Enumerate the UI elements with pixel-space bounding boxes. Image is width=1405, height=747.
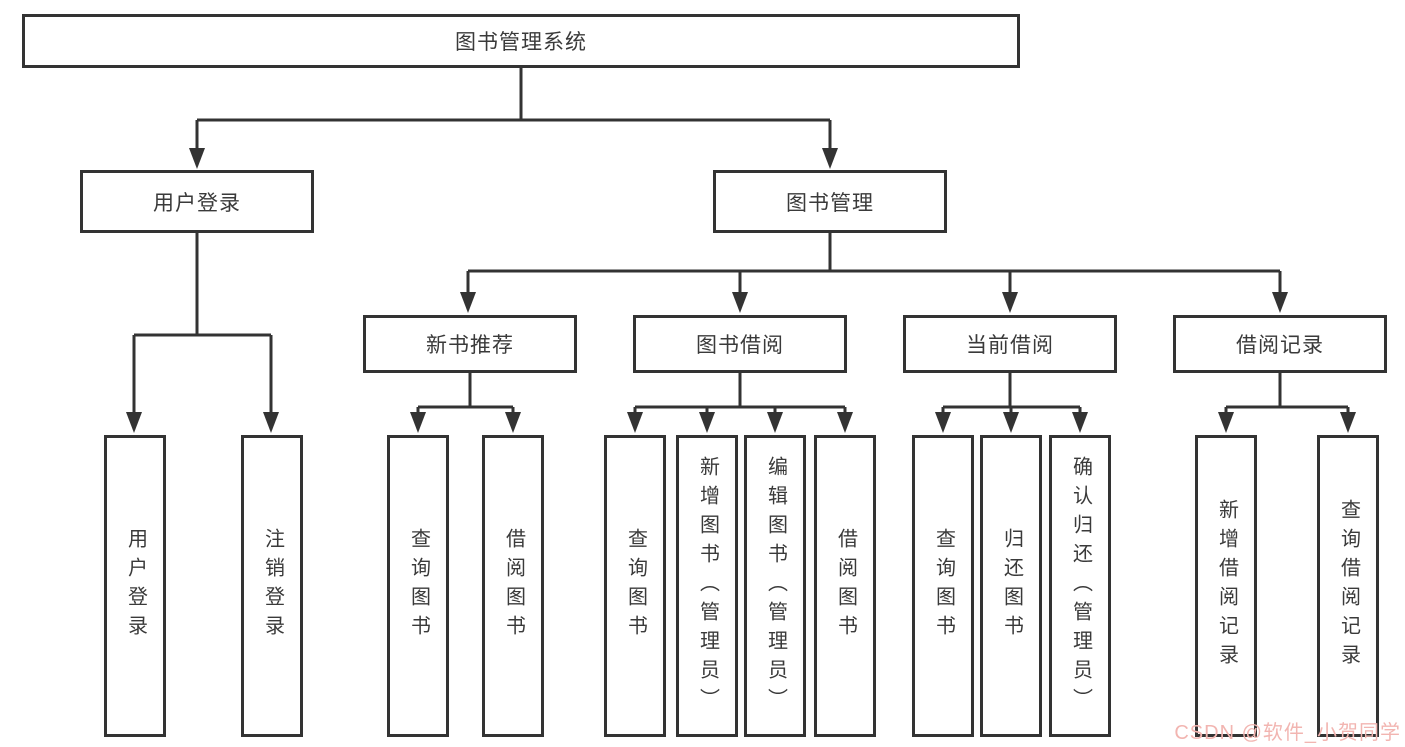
node-label: 图书借阅	[696, 334, 784, 357]
node-label: 查询图书	[932, 528, 955, 644]
node-current-borrow: 当前借阅	[903, 315, 1117, 373]
node-new-book-recommend: 新书推荐	[363, 315, 577, 373]
leaf-borrow-books-recommend: 借阅图书	[482, 435, 544, 737]
node-label: 借阅图书	[834, 528, 857, 644]
node-user-login: 用户登录	[80, 170, 314, 233]
leaf-query-books-recommend: 查询图书	[387, 435, 449, 737]
arrowheads	[126, 148, 1356, 433]
node-label: 新增借阅记录	[1215, 499, 1238, 673]
node-label: 确认归还（管理员）	[1069, 455, 1092, 717]
node-label: 图书管理	[786, 191, 874, 215]
leaf-add-books-admin: 新增图书（管理员）	[676, 435, 738, 737]
node-label: 归还图书	[1000, 528, 1023, 644]
node-label: 当前借阅	[966, 334, 1054, 357]
node-label: 新书推荐	[426, 334, 514, 357]
leaf-query-borrow-record: 查询借阅记录	[1317, 435, 1379, 737]
leaf-add-borrow-record: 新增借阅记录	[1195, 435, 1257, 737]
leaf-borrow-books: 借阅图书	[814, 435, 876, 737]
leaf-query-books-borrow: 查询图书	[604, 435, 666, 737]
node-library-management-system: 图书管理系统	[22, 14, 1020, 68]
node-label: 查询借阅记录	[1337, 499, 1360, 673]
node-label: 借阅记录	[1236, 334, 1324, 357]
leaf-logout: 注销登录	[241, 435, 303, 737]
node-book-borrow: 图书借阅	[633, 315, 847, 373]
node-label: 查询图书	[624, 528, 647, 644]
leaf-edit-books-admin: 编辑图书（管理员）	[744, 435, 806, 737]
leaf-confirm-return-admin: 确认归还（管理员）	[1049, 435, 1111, 737]
node-borrow-records: 借阅记录	[1173, 315, 1387, 373]
leaf-query-books-current: 查询图书	[912, 435, 974, 737]
node-label: 图书管理系统	[455, 31, 587, 54]
node-label: 用户登录	[153, 191, 241, 215]
node-label: 用户登录	[124, 528, 147, 644]
leaf-return-books: 归还图书	[980, 435, 1042, 737]
node-label: 注销登录	[261, 528, 284, 644]
node-label: 查询图书	[407, 528, 430, 644]
node-label: 新增图书（管理员）	[696, 455, 719, 717]
node-label: 编辑图书（管理员）	[764, 455, 787, 717]
node-label: 借阅图书	[502, 528, 525, 644]
node-book-management: 图书管理	[713, 170, 947, 233]
watermark: CSDN @软件_小贺同学	[1174, 722, 1401, 744]
leaf-user-login: 用户登录	[104, 435, 166, 737]
